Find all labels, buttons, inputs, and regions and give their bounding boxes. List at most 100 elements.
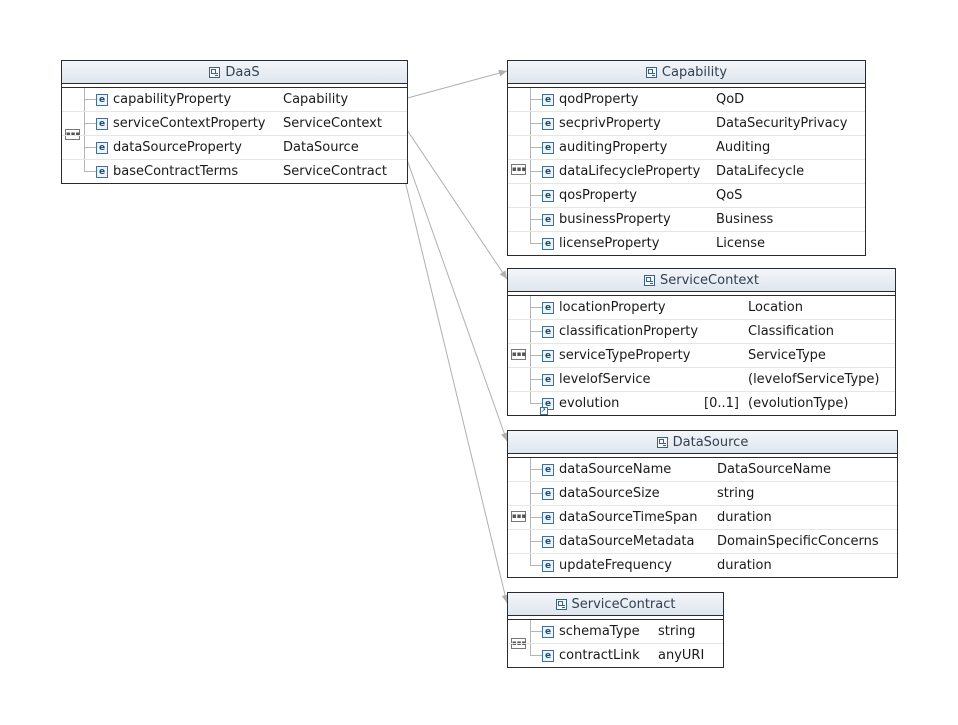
field-name: dataSourceSize — [559, 486, 660, 501]
element-icon: e — [96, 94, 108, 106]
connector-line — [401, 70, 508, 100]
box-header[interactable]: ServiceContext — [508, 269, 895, 291]
complex-type-icon — [656, 436, 668, 448]
element-icon: e — [542, 626, 554, 638]
complex-type-icon — [645, 66, 657, 78]
field-type: (levelofServiceType) — [748, 372, 880, 387]
field-type: License — [716, 236, 766, 251]
field-name: businessProperty — [559, 212, 671, 227]
element-icon: e — [542, 560, 554, 572]
field-name: contractLink — [559, 648, 640, 663]
field-type: Capability — [283, 92, 349, 107]
field-name: licenseProperty — [559, 236, 660, 251]
field-name: qodProperty — [559, 92, 639, 107]
sequence-icon[interactable]: ▪▪▪ — [511, 348, 527, 360]
field-name: secprivProperty — [559, 116, 661, 131]
sequence-icon[interactable]: ▪▪▪ — [65, 129, 81, 140]
connector-line — [401, 168, 508, 604]
tree-branch — [84, 171, 96, 172]
tree-branch — [84, 123, 96, 124]
field-name: schemaType — [559, 624, 640, 639]
connector-line — [401, 122, 508, 280]
element-icon: e — [542, 238, 554, 250]
element-icon: e — [542, 488, 554, 500]
field-name: updateFrequency — [559, 558, 672, 573]
box-divider — [508, 615, 723, 620]
field-type: ServiceType — [748, 348, 826, 363]
tree-branch — [530, 517, 542, 518]
field-type: QoS — [716, 188, 743, 203]
field-type: DataSecurityPrivacy — [716, 116, 848, 131]
field-name: serviceContextProperty — [113, 116, 266, 131]
field-name: dataSourceName — [559, 462, 672, 477]
box-title: ServiceContract — [571, 596, 676, 612]
tree-branch — [530, 195, 542, 196]
field-type: Business — [716, 212, 774, 227]
field-type: ServiceContract — [283, 164, 387, 179]
box-header[interactable]: DataSource — [508, 431, 897, 453]
field-name: evolution — [559, 396, 620, 411]
field-name: qosProperty — [559, 188, 637, 203]
field-name: dataLifecycleProperty — [559, 164, 701, 179]
complex-type-icon — [644, 274, 655, 286]
tree-branch — [530, 331, 542, 332]
tree-connector — [530, 620, 531, 656]
sequence-icon[interactable]: ▪▪▪ — [511, 163, 527, 175]
field-row[interactable]: e↗evolution[0..1](evolutionType) — [508, 392, 895, 415]
arrowhead — [499, 270, 507, 279]
field-name: serviceTypeProperty — [559, 348, 691, 363]
field-row[interactable]: e schemaType string — [508, 620, 723, 644]
field-name: baseContractTerms — [113, 164, 239, 179]
tree-branch — [530, 171, 542, 172]
tree-branch — [530, 355, 542, 356]
field-type: DomainSpecificConcerns — [717, 534, 879, 549]
tree-branch — [530, 493, 542, 494]
field-name: classificationProperty — [559, 324, 699, 339]
sequence-icon[interactable]: ▪▪▪ — [511, 510, 527, 522]
tree-branch — [530, 565, 542, 566]
tree-branch — [84, 99, 96, 100]
tree-branch — [530, 379, 542, 380]
box-header[interactable]: ServiceContract — [508, 593, 723, 615]
field-row[interactable]: e baseContractTerms ServiceContract — [62, 160, 407, 183]
element-icon: e — [542, 326, 554, 338]
field-row[interactable]: e licenseProperty License — [508, 232, 865, 255]
box-header[interactable]: Capability — [508, 61, 865, 83]
field-type: Auditing — [716, 140, 771, 155]
element-icon: e — [96, 166, 108, 178]
tree-branch — [530, 219, 542, 220]
tree-connector — [84, 88, 85, 172]
field-name: locationProperty — [559, 300, 666, 315]
box-header[interactable]: DaaS — [62, 61, 407, 83]
field-type: ServiceContext — [283, 116, 382, 131]
field-name: dataSourceTimeSpan — [559, 510, 698, 525]
element-icon: e — [542, 650, 554, 662]
field-type: string — [658, 624, 696, 639]
